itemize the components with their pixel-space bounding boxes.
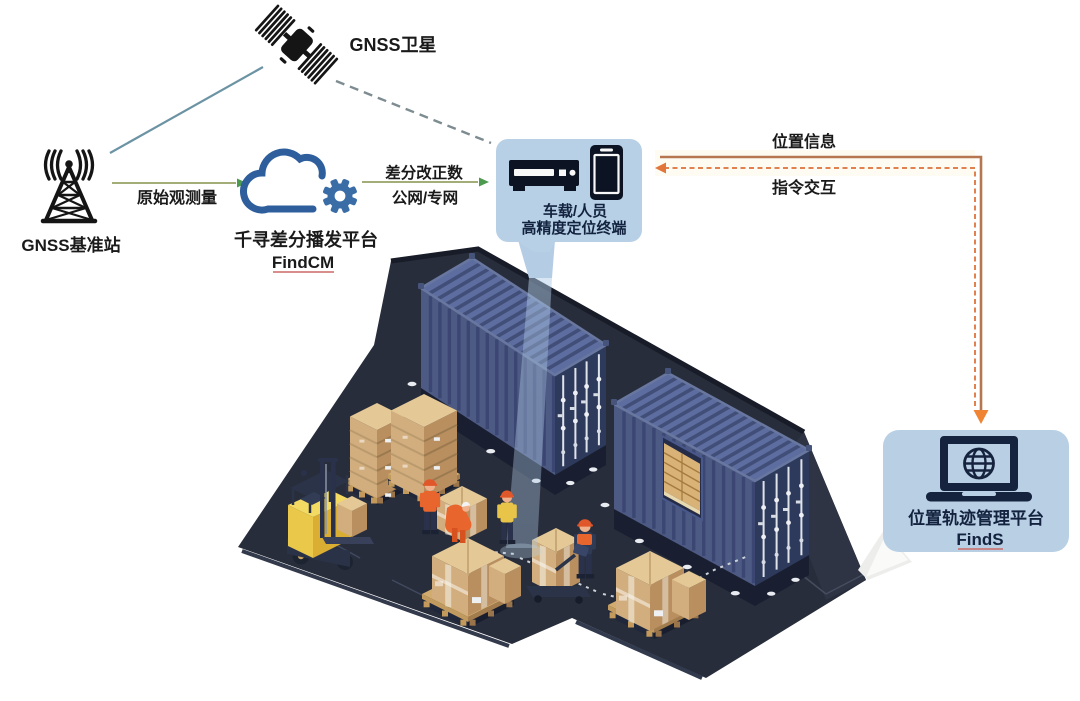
svg-text:FindCM: FindCM [272,253,334,272]
svg-text:千寻差分播发平台: 千寻差分播发平台 [234,229,378,250]
svg-text:公网/专网: 公网/专网 [392,188,458,207]
svg-text:原始观测量: 原始观测量 [137,188,217,207]
svg-text:高精度定位终端: 高精度定位终端 [521,219,626,237]
svg-text:GNSS卫星: GNSS卫星 [349,35,436,55]
svg-text:位置信息: 位置信息 [772,132,836,151]
svg-text:位置轨迹管理平台: 位置轨迹管理平台 [908,508,1044,528]
svg-text:差分改正数: 差分改正数 [385,163,463,182]
svg-text:GNSS基准站: GNSS基准站 [21,235,120,255]
svg-text:指令交互: 指令交互 [772,178,836,197]
svg-text:车载/人员: 车载/人员 [543,202,607,220]
svg-text:FindS: FindS [956,530,1003,549]
